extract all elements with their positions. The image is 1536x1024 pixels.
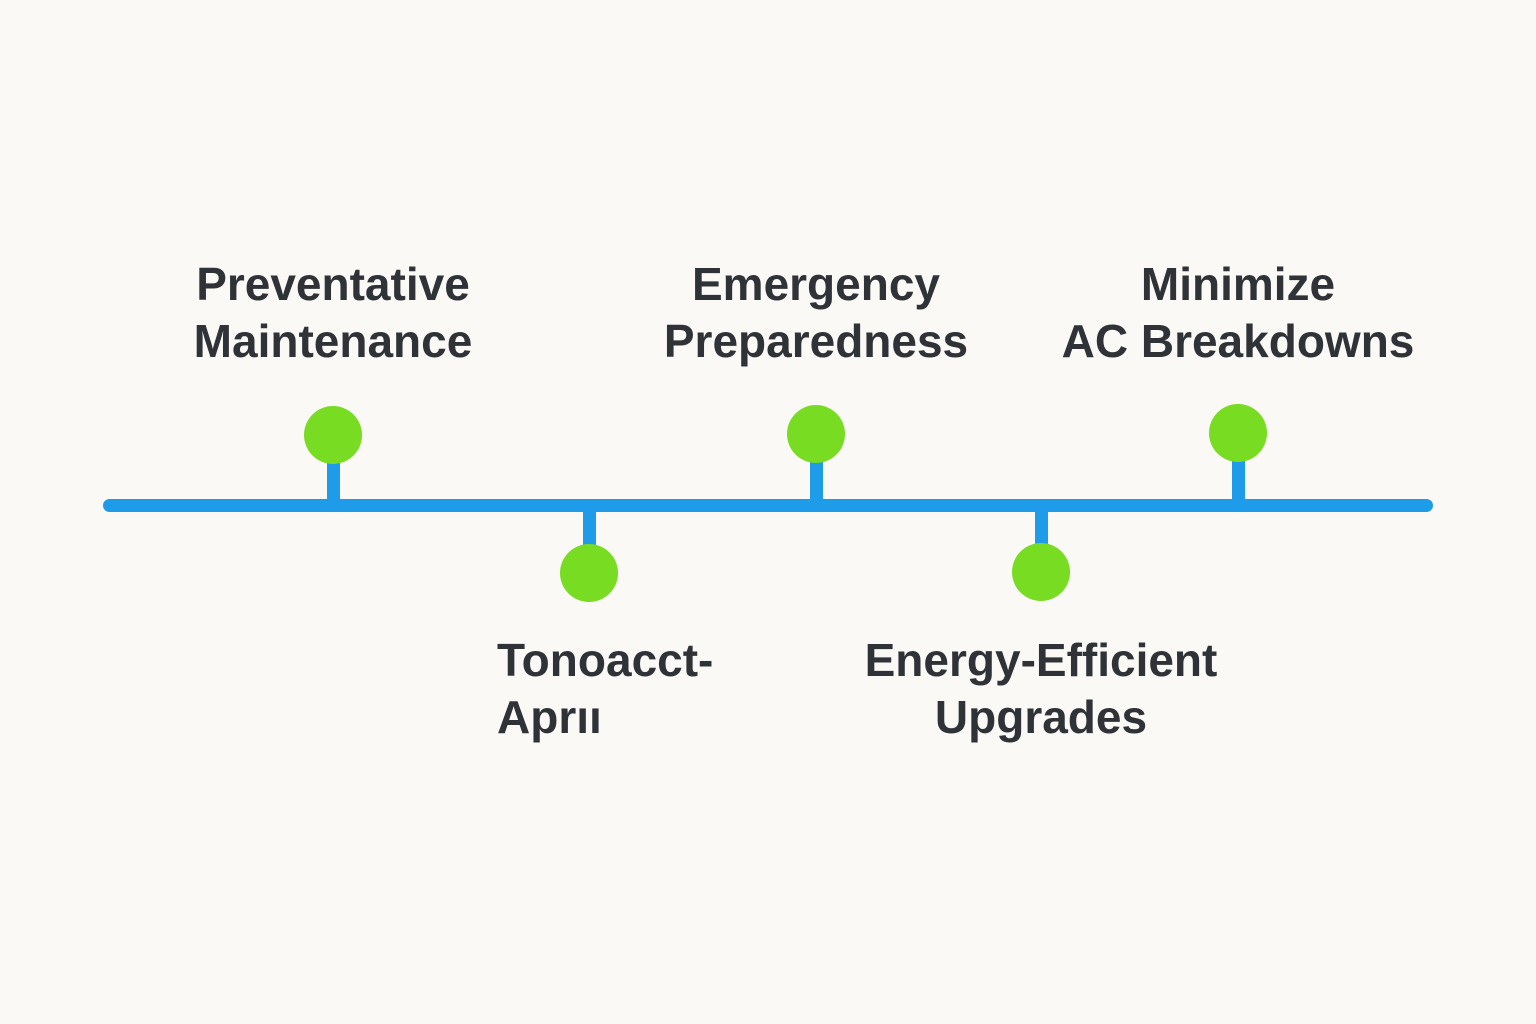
milestone-5-label-line1: Minimize xyxy=(1140,258,1336,310)
milestone-3-dot-icon xyxy=(787,405,845,463)
milestone-5-label-line2: AC Breakdowns xyxy=(1061,315,1415,367)
milestone-1-label: Preventative Maintenance xyxy=(113,256,553,370)
milestone-3-label-line1: Emergency xyxy=(691,258,940,310)
milestone-5-label: Minimize AC Breakdowns xyxy=(1018,256,1458,370)
milestone-3-label: Emergency Preparedness xyxy=(596,256,1036,370)
milestone-4-label-line2: Upgrades xyxy=(934,691,1148,743)
milestone-2-dot-icon xyxy=(560,544,618,602)
milestone-4-dot-icon xyxy=(1012,543,1070,601)
milestone-1-label-line2: Maintenance xyxy=(193,315,473,367)
milestone-2-label-line1: Tonoacct- xyxy=(497,634,714,686)
milestone-1-label-line1: Preventative xyxy=(196,258,470,310)
milestone-2-label-line2: Aprıı xyxy=(497,691,602,743)
milestone-1-dot-icon xyxy=(304,406,362,464)
milestone-3-label-line2: Preparedness xyxy=(663,315,969,367)
milestone-5-dot-icon xyxy=(1209,404,1267,462)
timeline-axis-line xyxy=(103,499,1433,512)
milestone-2-label: Tonoacct- Aprıı xyxy=(497,632,937,746)
milestone-4-label-line1: Energy-Efficient xyxy=(864,634,1218,686)
milestone-4-label: Energy-Efficient Upgrades xyxy=(821,632,1261,746)
